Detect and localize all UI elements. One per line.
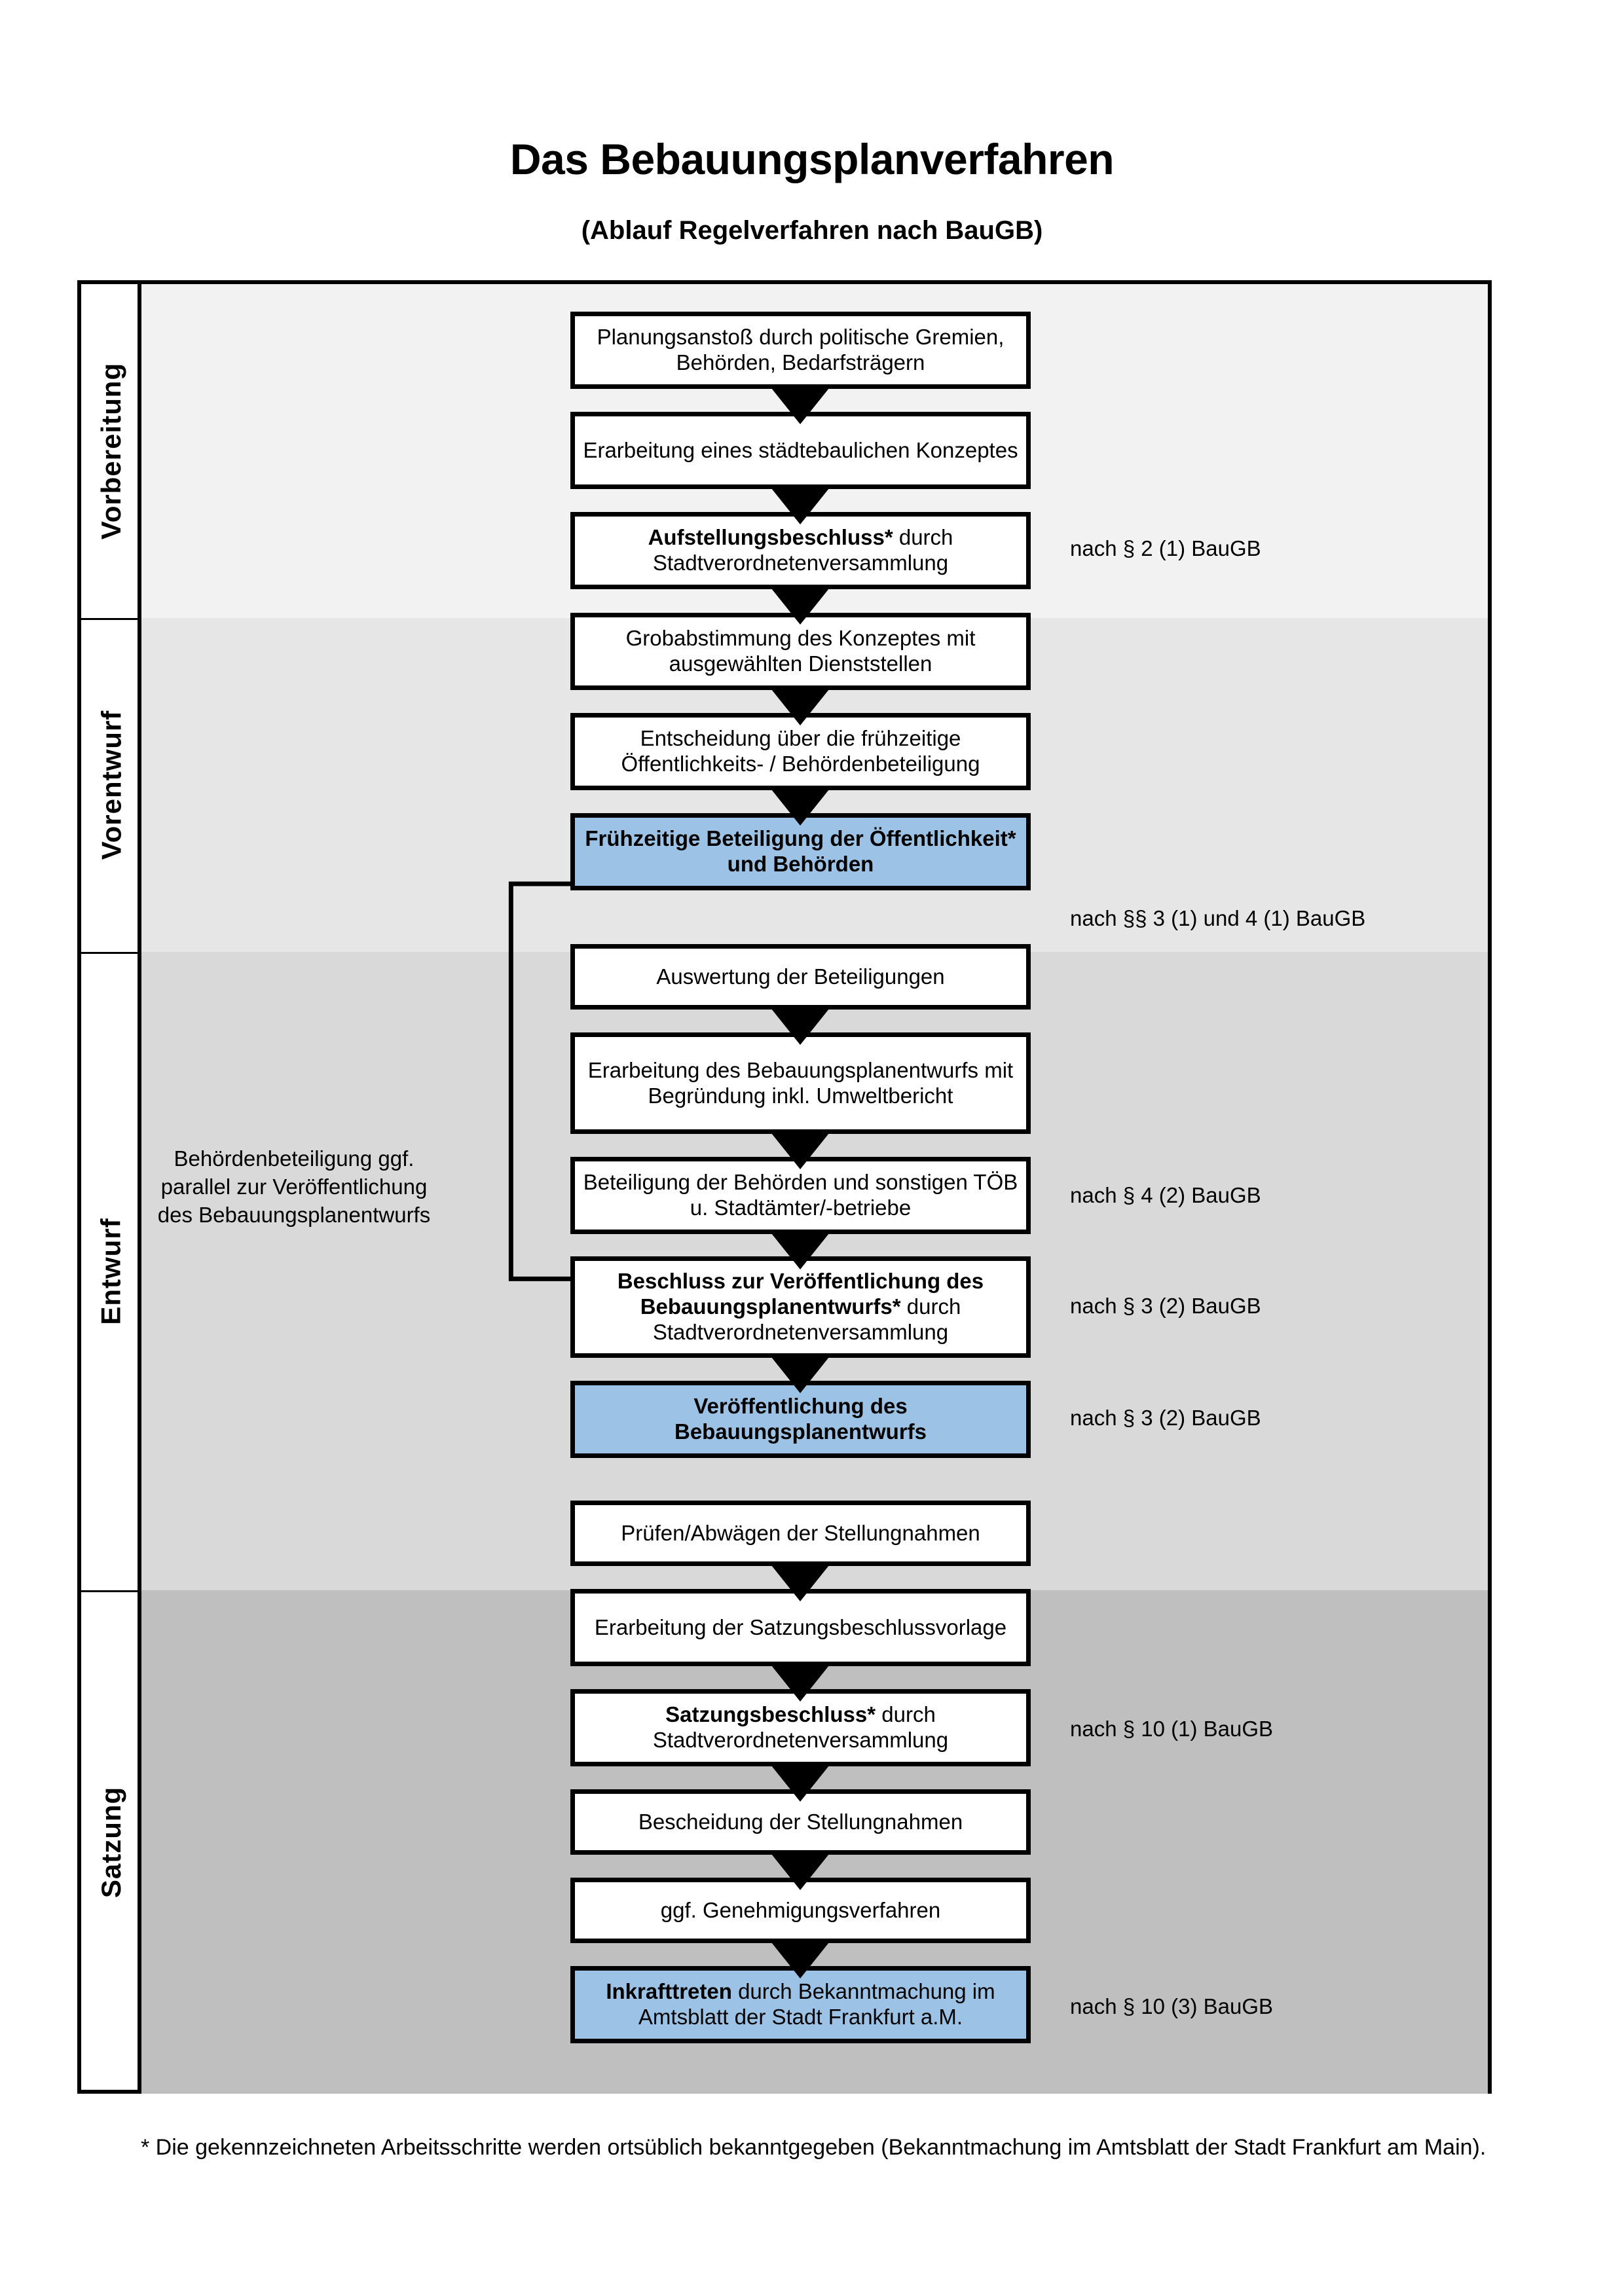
step-text: Auswertung der Beteiligungen [656,964,945,989]
step-box-pruefen-abwaegen[interactable]: Prüfen/Abwägen der Stellungnahmen [570,1501,1031,1566]
step-text: Satzungsbeschluss* durch Stadtverordnete… [581,1702,1020,1753]
flow-arrow [769,585,832,625]
step-box-beschluss-veroeffentlichung[interactable]: Beschluss zur Veröffentlichung des Bebau… [570,1256,1031,1358]
step-box-erarbeitung-entwurf[interactable]: Erarbeitung des Bebauungsplanentwurfs mi… [570,1032,1031,1134]
flow-arrow [769,1662,832,1702]
side-note-parallel-process: Behördenbeteiligung ggf. parallel zur Ve… [157,1146,431,1227]
flow-arrow [769,786,832,826]
step-text-rest: durch Stadtverordnetenversammlung [652,525,953,575]
legal-ref-fruehzeitige-beteiligung: nach §§ 3 (1) und 4 (1) BauGB [1070,906,1366,930]
flow-arrow [769,485,832,524]
step-text: Entscheidung über die frühzeitige Öffent… [621,726,980,776]
phase-label-satzung: Satzung [81,1590,141,2094]
step-text: Inkrafttreten durch Bekanntmachung im Am… [581,1979,1020,2030]
step-text: Grobabstimmung des Konzeptes mit ausgewä… [625,626,976,676]
phase-label-entwurf: Entwurf [81,952,141,1590]
step-box-satzungsbeschluss[interactable]: Satzungsbeschluss* durch Stadtverordnete… [570,1689,1031,1766]
step-text: Erarbeitung eines städtebaulichen Konzep… [583,437,1018,462]
flow-arrow [769,1939,832,1978]
page-title: Das Bebauungsplanverfahren [509,135,1115,183]
phase-divider [81,952,141,954]
step-text-bold: Inkrafttreten [606,1979,732,2004]
step-text: Beschluss zur Veröffentlichung des Bebau… [581,1269,1020,1345]
step-box-beteiligung-behoerden[interactable]: Beteiligung der Behörden und sonstigen T… [570,1157,1031,1234]
phase-label-text: Vorbereitung [96,362,127,540]
flow-arrow [769,385,832,424]
step-text: Bescheidung der Stellungnahmen [638,1809,963,1834]
page-subtitle: (Ablauf Regelverfahren nach BauGB) [581,216,1043,245]
phase-label-vorbereitung: Vorbereitung [81,284,141,618]
legal-ref-aufstellungsbeschluss: nach § 2 (1) BauGB [1070,536,1261,560]
flow-arrow [769,686,832,725]
phase-label-text: Satzung [96,1786,127,1898]
step-text: Planungsanstoß durch politische Gremien,… [597,325,1005,374]
step-text: Aufstellungsbeschluss* durch Stadtverord… [581,525,1020,576]
phase-label-vorentwurf: Vorentwurf [81,618,141,952]
step-text-bold: Satzungsbeschluss* [665,1702,876,1727]
flow-arrow [769,1230,832,1269]
legal-ref-veroeffentlichung: nach § 3 (2) BauGB [1070,1406,1261,1430]
step-text: Erarbeitung der Satzungsbeschlussvorlage [594,1614,1007,1639]
flowchart-frame: Vorbereitung Vorentwurf Entwurf Satzung … [77,280,1492,2094]
step-text: Erarbeitung des Bebauungsplanentwurfs mi… [587,1057,1014,1108]
step-box-planungsanstoss[interactable]: Planungsanstoß durch politische Gremien,… [570,312,1031,389]
step-text: Frühzeitige Beteiligung der Öffentlichke… [581,826,1020,877]
step-text: ggf. Genehmigungsverfahren [660,1897,941,1922]
flow-arrow [769,1851,832,1890]
legal-ref-beschluss-veroeffentlichung: nach § 3 (2) BauGB [1070,1294,1261,1318]
legal-ref-beteiligung-behoerden: nach § 4 (2) BauGB [1070,1183,1261,1207]
flow-arrow [769,1130,832,1169]
phase-label-column: Vorbereitung Vorentwurf Entwurf Satzung [81,284,141,2090]
step-text: Beteiligung der Behörden und sonstigen T… [583,1170,1018,1220]
legal-ref-inkrafttreten: nach § 10 (3) BauGB [1070,1994,1274,2018]
step-text-rest: durch Stadtverordnetenversammlung [652,1702,949,1752]
flow-arrow [769,1006,832,1045]
step-text-rest: durch Stadtverordnetenversammlung [652,1294,961,1344]
phase-divider [81,618,141,620]
phase-divider [81,1590,141,1592]
flow-arrow [769,1762,832,1802]
step-text: Veröffentlichung des Bebauungsplanentwur… [581,1394,1020,1445]
step-text: Prüfen/Abwägen der Stellungnahmen [621,1520,980,1545]
phase-label-text: Vorentwurf [96,710,126,860]
step-box-auswertung[interactable]: Auswertung der Beteiligungen [570,944,1031,1010]
footnote: * Die gekennzeichneten Arbeitsschritte w… [141,2135,1486,2160]
phase-label-text: Entwurf [96,1217,126,1325]
step-text-bold: Aufstellungsbeschluss* [648,525,893,550]
flow-arrow [769,1354,832,1393]
legal-ref-satzungsbeschluss: nach § 10 (1) BauGB [1070,1717,1274,1741]
flow-arrow [769,1562,832,1601]
step-text-bold: Frühzeitige Beteiligung der Öffentlichke… [585,826,1016,876]
step-text-bold: Beschluss zur Veröffentlichung des Bebau… [617,1269,984,1319]
step-text-rest: durch Bekanntmachung im Amtsblatt der St… [638,1979,995,2029]
step-text-bold: Veröffentlichung des Bebauungsplanentwur… [674,1394,927,1444]
